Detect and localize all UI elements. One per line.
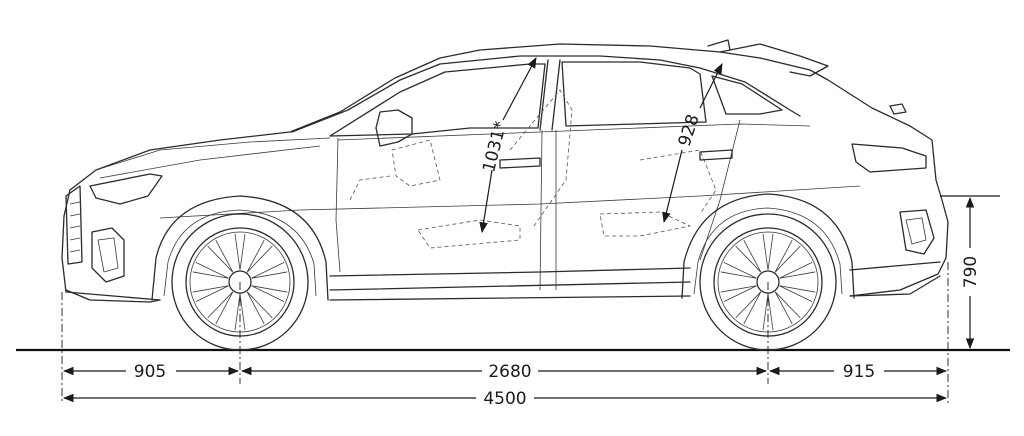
overall-length-label: 4500 [483,389,526,409]
front-overhang-dimension: 905 [62,362,240,382]
front-overhang-label: 905 [134,362,166,382]
wheelbase-dimension: 2680 [240,362,768,382]
rear-overhang-dimension: 915 [768,362,948,382]
rear-headroom-label: 928 [675,112,704,149]
rear-height-label: 790 [961,256,981,288]
rear-height-dimension: 790 [940,195,1000,350]
rear-headroom-dimension: 928 [662,63,723,224]
wheelbase-label: 2680 [488,362,531,382]
front-headroom-dimension: 1031* [479,57,537,234]
rear-overhang-label: 915 [843,362,875,382]
suv-coupe-side-profile-icon [61,39,949,303]
overall-length-dimension: 4500 [62,389,948,409]
